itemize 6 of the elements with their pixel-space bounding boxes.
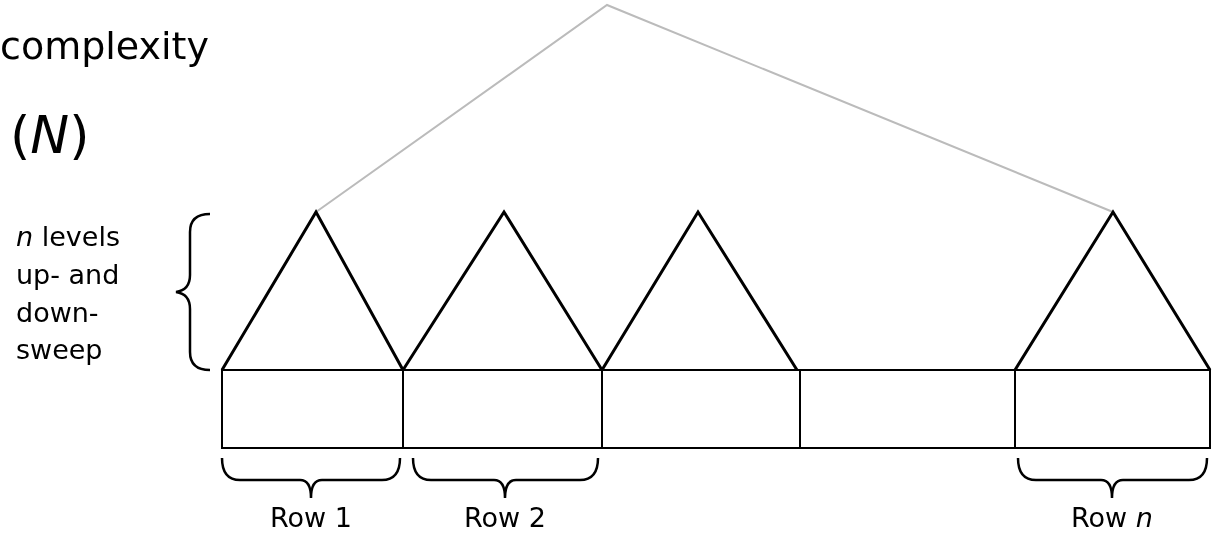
complexity-label: complexity <box>0 24 209 70</box>
row-label: Row 1 <box>270 502 352 535</box>
levels-label: n levels up- and down-sweep <box>16 220 121 368</box>
row-label: Row 2 <box>464 502 546 535</box>
row-label: Row n <box>1071 502 1153 535</box>
formula-label: (N) <box>10 104 90 167</box>
